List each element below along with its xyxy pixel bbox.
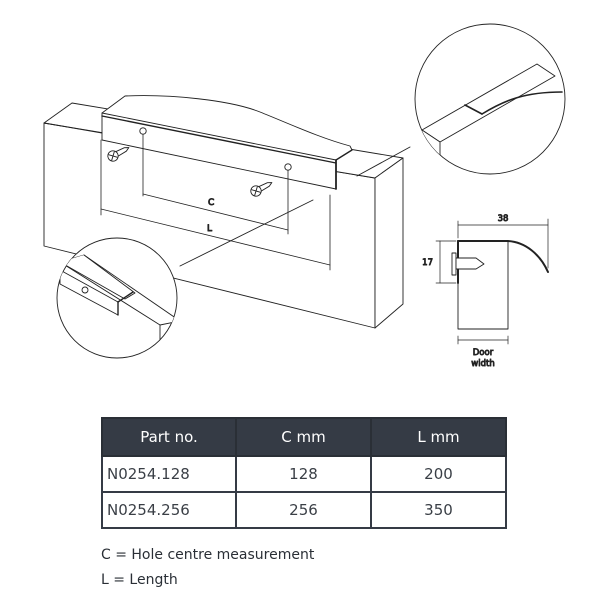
cell-part-no: N0254.128 [101, 455, 237, 493]
installation-diagram: C L [43, 23, 566, 369]
screw-icon [107, 147, 130, 162]
hole-detail-icon [81, 286, 89, 294]
cell-c-mm: 256 [235, 491, 372, 529]
spec-table: Part no. C mm L mm N0254.128 128 200 N02… [101, 417, 507, 529]
detail-circle-edge [56, 237, 178, 359]
leader-line-top [356, 146, 411, 177]
dim-label-38: 38 [498, 214, 509, 224]
dim-label-width: width [471, 359, 494, 369]
table-header-row: Part no. C mm L mm [101, 417, 507, 457]
leader-line-bottom [179, 199, 314, 267]
cross-section [435, 218, 549, 345]
header-c-mm: C mm [235, 417, 372, 457]
table-row: N0254.128 128 200 [101, 455, 507, 493]
screw-icon [250, 182, 273, 197]
dim-label-door: Door [473, 348, 494, 358]
legend-length: L = Length [101, 572, 178, 588]
detail-circle-corner [414, 23, 566, 175]
cell-l-mm: 350 [370, 491, 507, 529]
dim-label-l: L [207, 224, 212, 234]
handle-profile [43, 95, 353, 190]
cell-l-mm: 200 [370, 455, 507, 493]
cell-c-mm: 128 [235, 455, 372, 493]
cell-part-no: N0254.256 [101, 491, 237, 529]
dim-label-c: C [208, 198, 214, 208]
legend-hole-centre: C = Hole centre measurement [101, 547, 315, 563]
dim-label-17: 17 [422, 258, 433, 268]
table-row: N0254.256 256 350 [101, 491, 507, 529]
header-l-mm: L mm [370, 417, 507, 457]
header-part-no: Part no. [101, 417, 237, 457]
